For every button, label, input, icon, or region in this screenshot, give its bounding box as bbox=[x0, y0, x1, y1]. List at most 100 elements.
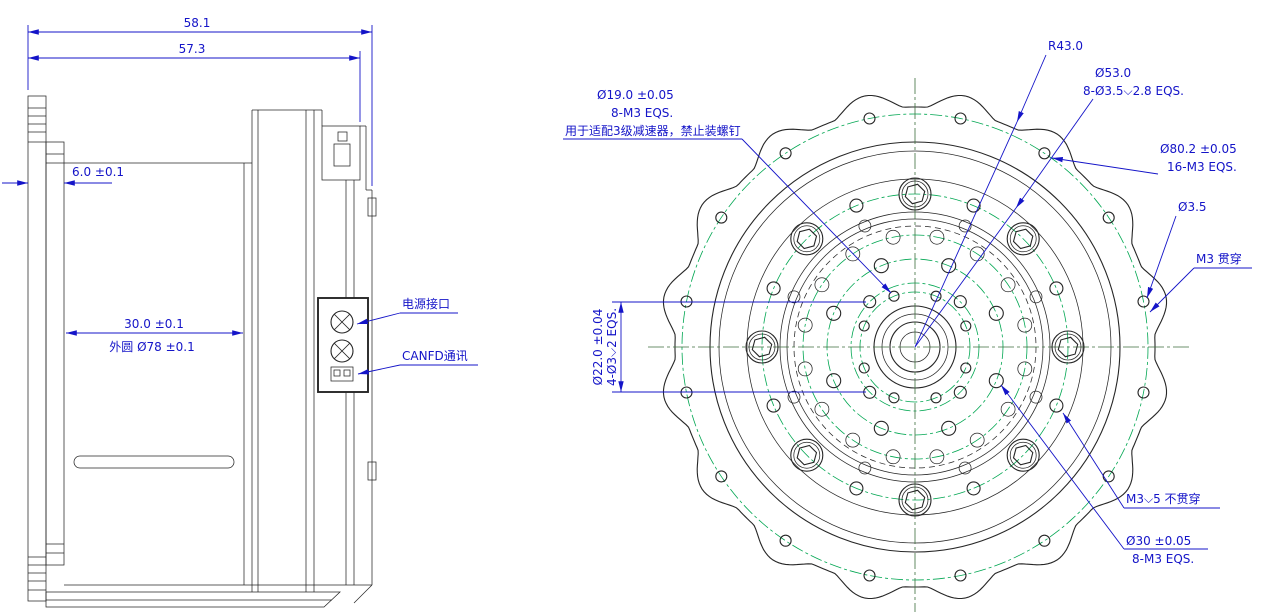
power-port-label: 电源接口 bbox=[402, 296, 450, 311]
note-m3-blind: M3⌵5 不贯穿 bbox=[1126, 491, 1201, 506]
output-flange-step bbox=[45, 141, 65, 566]
dim-d30-holes: 8-M3 EQS. bbox=[1132, 552, 1194, 566]
vent-hole bbox=[858, 219, 872, 233]
body-slot bbox=[73, 455, 235, 469]
dim-d80-holes: 16-M3 EQS. bbox=[1167, 160, 1237, 174]
power-connector bbox=[330, 339, 354, 363]
socket-screw-inner bbox=[901, 486, 929, 514]
mid-hole bbox=[766, 398, 781, 413]
vent-hole bbox=[1000, 401, 1016, 417]
dim-depth: 30.0 ±0.1 bbox=[124, 317, 184, 331]
outer-bolt-hole bbox=[863, 112, 876, 125]
dim-d22: Ø22.0 ±0.04 bbox=[591, 309, 605, 386]
leader-d35 bbox=[1146, 215, 1177, 299]
vent-hole bbox=[885, 229, 901, 245]
d30-hole bbox=[826, 305, 842, 321]
outer-bolt-hole bbox=[715, 211, 728, 224]
vent-hole bbox=[797, 317, 813, 333]
outer-bolt-hole bbox=[1102, 211, 1115, 224]
d30-hole bbox=[873, 420, 889, 436]
d19-hole bbox=[930, 392, 942, 404]
dim-d53-holes: 8-Ø3.5⌵2.8 EQS. bbox=[1083, 84, 1184, 98]
dim-total-width: 58.1 bbox=[184, 16, 211, 30]
top-connector-block bbox=[321, 125, 361, 181]
socket-screw-head bbox=[1006, 222, 1040, 256]
outer-bolt-hole bbox=[954, 112, 967, 125]
vent-hole bbox=[787, 390, 801, 404]
base-plate bbox=[45, 591, 341, 608]
d19-hole bbox=[858, 362, 870, 374]
outer-bolt-hole bbox=[680, 386, 693, 399]
dim-d35: Ø3.5 bbox=[1178, 200, 1207, 214]
outer-bolt-hole bbox=[715, 470, 728, 483]
front-view-dimensions: R43.0 Ø53.0 8-Ø3.5⌵2.8 EQS. Ø19.0 ±0.05 … bbox=[563, 39, 1252, 566]
side-view-geometry bbox=[27, 95, 377, 608]
vent-hole bbox=[929, 449, 945, 465]
vent-hole bbox=[1017, 361, 1033, 377]
connector-panel bbox=[317, 297, 369, 393]
vent-hole bbox=[1000, 277, 1016, 293]
housing-edge bbox=[333, 342, 351, 360]
hex-socket bbox=[796, 444, 818, 466]
vent-hole bbox=[845, 246, 861, 262]
vent-hole bbox=[797, 361, 813, 377]
mid-hole bbox=[849, 198, 864, 213]
dim-flange-thickness: 6.0 ±0.1 bbox=[72, 165, 124, 179]
dim-d53: Ø53.0 bbox=[1095, 66, 1131, 80]
dim-d19-holes: 8-M3 EQS. bbox=[611, 106, 673, 120]
vent-hole bbox=[969, 432, 985, 448]
top-connector-pin bbox=[337, 131, 348, 142]
hex-socket bbox=[904, 183, 926, 205]
d30-hole bbox=[988, 305, 1004, 321]
power-connector bbox=[330, 310, 354, 334]
mid-hole bbox=[766, 281, 781, 296]
outer-bolt-hole bbox=[1038, 147, 1051, 160]
vent-hole bbox=[958, 219, 972, 233]
housing-tab bbox=[367, 461, 377, 481]
vent-hole bbox=[858, 461, 872, 475]
dim-d30: Ø30 ±0.05 bbox=[1126, 534, 1191, 548]
d30-hole bbox=[826, 373, 842, 389]
canfd-label: CANFD通讯 bbox=[402, 349, 468, 363]
hex-socket bbox=[751, 336, 773, 358]
outer-bolt-hole bbox=[779, 147, 792, 160]
vent-hole bbox=[845, 432, 861, 448]
d30-hole bbox=[873, 258, 889, 274]
d19-hole bbox=[888, 392, 900, 404]
leader-canfd bbox=[357, 364, 401, 375]
vent-hole bbox=[1029, 390, 1043, 404]
leader-d80 bbox=[1051, 156, 1159, 175]
d19-hole bbox=[960, 320, 972, 332]
leader-r43 bbox=[1016, 54, 1047, 123]
d22-hole bbox=[953, 385, 967, 399]
outer-bolt-hole bbox=[1137, 295, 1150, 308]
side-view-dimensions: 58.1 57.3 6.0 ±0.1 30.0 ±0.1 外圆 Ø78 ±0.1… bbox=[2, 16, 478, 375]
vent-hole bbox=[885, 449, 901, 465]
dim-flange-radius: R43.0 bbox=[1048, 39, 1083, 53]
socket-screw-head bbox=[1051, 330, 1085, 364]
outer-bolt-hole bbox=[1137, 386, 1150, 399]
socket-screw-inner bbox=[793, 441, 821, 469]
socket-screw-inner bbox=[1009, 441, 1037, 469]
leader-d19 bbox=[741, 138, 892, 294]
note-m3-through: M3 贯穿 bbox=[1196, 251, 1242, 266]
outer-bolt-hole bbox=[863, 569, 876, 582]
socket-screw-head bbox=[790, 438, 824, 472]
vent-hole bbox=[929, 229, 945, 245]
outer-bolt-hole bbox=[779, 534, 792, 547]
socket-screw-inner bbox=[748, 333, 776, 361]
mid-hole bbox=[966, 481, 981, 496]
hex-socket bbox=[1012, 228, 1034, 250]
socket-screw-head bbox=[790, 222, 824, 256]
hex-socket bbox=[1057, 336, 1079, 358]
outer-bolt-hole bbox=[1038, 534, 1051, 547]
hex-socket bbox=[796, 228, 818, 250]
d19-hole bbox=[858, 320, 870, 332]
socket-screw-head bbox=[898, 177, 932, 211]
leader-d53-continuation bbox=[914, 207, 1017, 348]
dim-d22-holes: 4-Ø3⌵2 EQS. bbox=[605, 308, 619, 386]
d19-hole bbox=[960, 362, 972, 374]
vent-hole bbox=[1029, 290, 1043, 304]
